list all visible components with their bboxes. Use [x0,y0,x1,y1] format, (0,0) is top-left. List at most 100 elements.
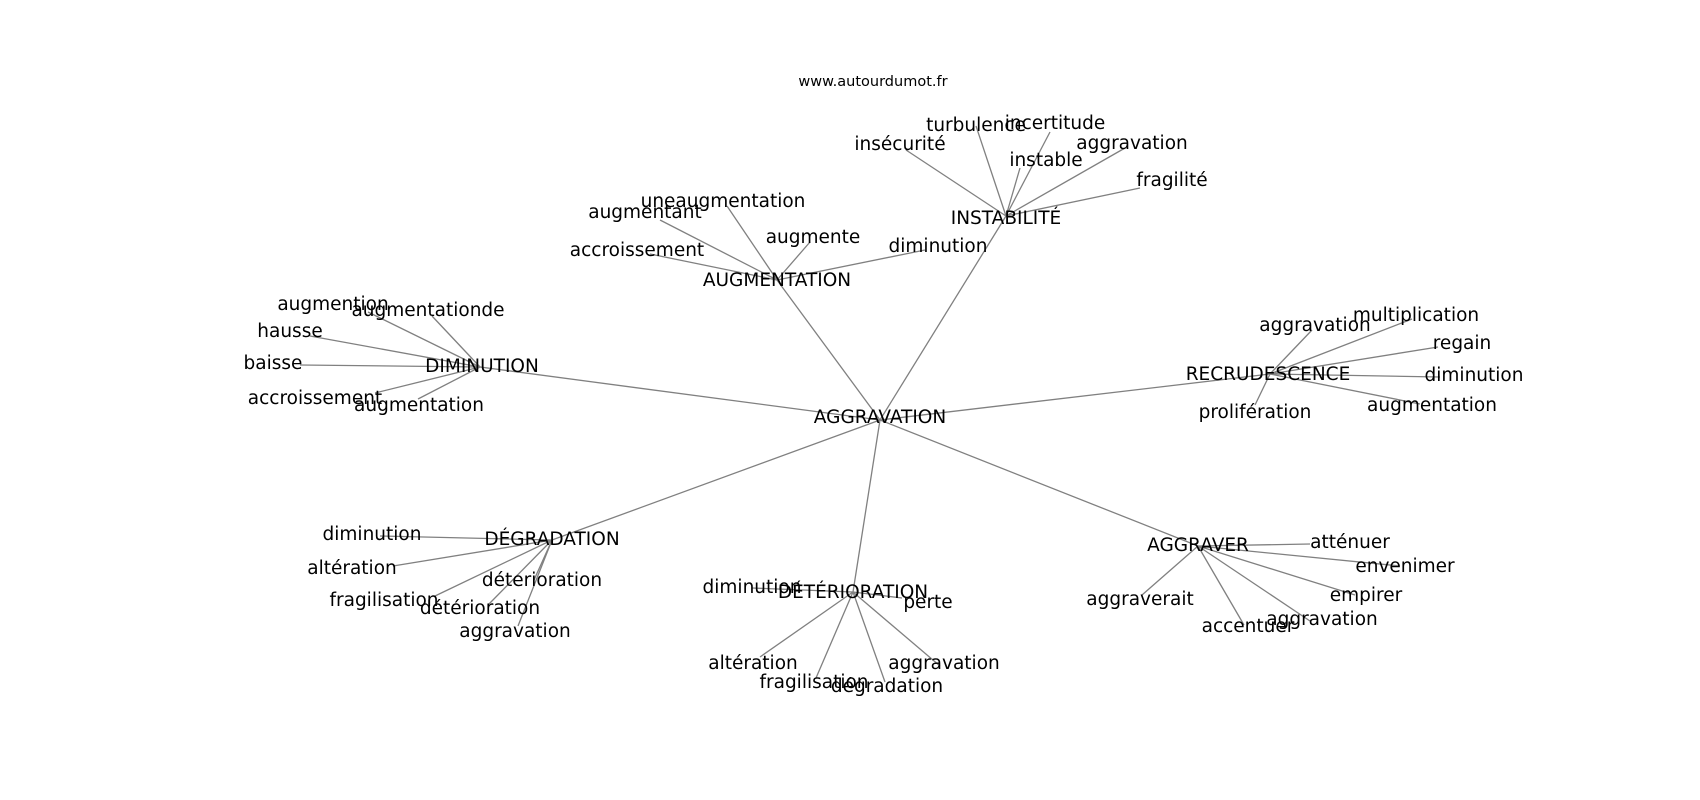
edge-recrudescence-5 [1269,373,1421,405]
leaf-node-label: aggravation [1076,133,1188,154]
source-url: www.autourdumot.fr [798,74,947,90]
edge-deterioration-0 [751,587,854,593]
leaf-node-label: perte [903,592,952,613]
edge-recrudescence-3 [1269,373,1441,378]
leaf-node-label: instable [1009,150,1082,171]
leaf-node-label: incertitude [1005,113,1106,134]
leaf-node-label: fragilité [1136,170,1207,191]
edge-instabilite-3 [1005,167,1021,217]
leaf-node-label: turbulence [926,115,1026,136]
leaf-node-label: fragilisation [759,672,868,693]
edge-center-recrudescence [879,373,1271,421]
edge-aggraver-0 [1197,543,1311,547]
graph-labels: www.autourdumot.fr insécuritéturbulencei… [244,74,1524,697]
edge-recrudescence-2 [1269,346,1439,375]
edge-degradation-5 [517,539,553,627]
leaf-node-label: multiplication [1353,305,1479,326]
edge-instabilite-1 [975,125,1007,217]
leaf-node-label: aggravation [1259,315,1371,336]
hub-node-label: INSTABILITÉ [951,207,1061,229]
leaf-node-label: accroissement [248,388,382,409]
edge-degradation-4 [487,539,553,606]
edge-augmentation-1 [659,219,778,281]
edge-diminution-1 [431,315,481,368]
edge-aggraver-1 [1197,545,1401,567]
hub-node-label: AGGRAVER [1147,535,1249,556]
leaf-node-label: regain [1433,333,1492,354]
edge-center-degradation [551,419,881,541]
leaf-node-label: envenimer [1355,556,1455,577]
leaf-node-label: accentuer [1202,616,1295,637]
leaf-node-label: aggravation [1266,609,1378,630]
edge-aggraver-5 [1197,545,1311,622]
leaf-node-label: uneaugmentation [641,191,806,212]
edge-recrudescence-0 [1269,329,1313,375]
edge-diminution-2 [309,335,481,368]
leaf-node-label: accroissement [570,240,704,261]
edge-aggraver-2 [1141,545,1199,596]
hub-node-label: DÉGRADATION [484,528,619,550]
leaf-node-label: aggraverait [1086,589,1193,610]
edge-instabilite-5 [1005,187,1141,217]
leaf-node-label: altération [708,653,798,674]
center-node-label: AGGRAVATION [814,407,946,428]
leaf-node-label: augmentation [354,395,484,416]
edge-degradation-2 [434,539,553,597]
edge-deterioration-3 [815,591,854,679]
leaf-node-label: diminution [323,524,422,545]
leaf-node-label: dégradation [831,676,943,697]
leaf-node-label: déterioration [482,570,602,591]
hub-node-label: AUGMENTATION [703,270,851,291]
edge-center-deterioration [852,419,881,593]
edge-augmentation-0 [726,205,778,281]
leaf-node-label: altération [307,558,397,579]
leaf-node-label: hausse [257,321,322,342]
leaf-node-label: détérioration [420,598,540,619]
edge-augmentation-4 [776,249,926,281]
edge-deterioration-2 [759,591,854,658]
edge-diminution-5 [417,366,481,400]
leaf-node-label: augmentationde [351,300,504,321]
leaf-node-label: baisse [244,353,303,374]
leaf-node-label: fragilisation [329,590,438,611]
edge-recrudescence-4 [1254,373,1271,406]
edge-center-instabilite [879,215,1007,421]
hub-node-label: DÉTÉRIORATION [778,581,928,603]
leaf-node-label: empirer [1330,585,1403,606]
edge-instabilite-4 [1005,147,1126,217]
graph-edges [299,125,1441,683]
leaf-node-label: augmention [277,294,388,315]
edge-aggraver-3 [1197,545,1356,596]
leaf-node-label: aggravation [888,653,1000,674]
edge-degradation-1 [392,539,553,567]
leaf-node-label: diminution [889,236,988,257]
leaf-node-label: augmentant [588,202,702,223]
leaf-node-label: augmente [766,227,861,248]
leaf-node-label: augmentation [1367,395,1497,416]
edge-deterioration-1 [852,591,903,599]
edge-deterioration-5 [852,591,941,667]
leaf-node-label: insécurité [854,134,945,155]
leaf-node-label: atténuer [1310,532,1390,553]
edge-augmentation-2 [649,253,778,281]
edge-instabilite-0 [905,149,1007,217]
edge-augmentation-3 [776,241,811,281]
edge-diminution-4 [374,366,481,394]
edge-center-aggraver [879,419,1199,547]
edge-diminution-3 [299,364,481,368]
edge-diminution-0 [367,311,481,368]
leaf-node-label: diminution [703,577,802,598]
leaf-node-label: aggravation [459,621,571,642]
edge-center-diminution [479,366,881,421]
hub-node-label: RECRUDESCENCE [1186,364,1351,385]
leaf-node-label: prolifération [1199,402,1312,423]
edge-aggraver-4 [1197,545,1245,626]
edge-recrudescence-1 [1269,318,1413,375]
leaf-node-label: diminution [1425,365,1524,386]
edge-instabilite-2 [1005,131,1051,217]
edge-degradation-0 [379,535,553,541]
hub-node-label: DIMINUTION [425,356,539,377]
edge-center-augmentation [776,279,881,421]
edge-deterioration-4 [852,591,886,683]
